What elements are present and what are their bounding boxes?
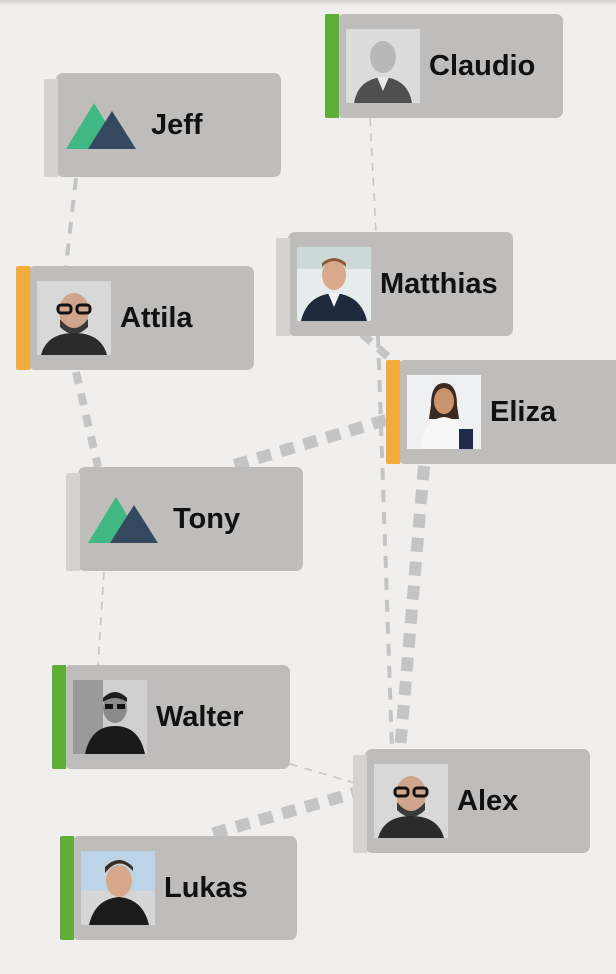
status-accent: [16, 266, 30, 370]
edge-matthias-alex: [376, 335, 394, 751]
node-name: Attila: [120, 301, 193, 334]
avatar: [346, 29, 420, 103]
status-accent: [325, 14, 339, 118]
avatar: [374, 764, 448, 838]
status-accent: [52, 665, 66, 769]
node-walter[interactable]: Walter: [52, 665, 290, 769]
node-name: Jeff: [151, 108, 203, 141]
status-accent: [66, 473, 80, 571]
node-name: Walter: [156, 700, 244, 733]
status-accent: [353, 755, 367, 853]
node-attila[interactable]: Attila: [16, 266, 254, 370]
top-edge-shadow: [0, 0, 616, 6]
avatar: [81, 851, 155, 925]
edge-eliza-alex: [394, 465, 430, 751]
avatar: [297, 247, 371, 321]
node-jeff[interactable]: Jeff: [44, 73, 281, 177]
node-lukas[interactable]: Lukas: [60, 836, 297, 940]
edge-claudio-matthias: [369, 117, 377, 233]
edge-matthias-eliza: [359, 331, 399, 367]
edge-tony-walter: [97, 571, 105, 666]
node-name: Alex: [457, 784, 519, 817]
avatar: [37, 281, 111, 355]
node-name: Tony: [173, 502, 241, 535]
avatar: [73, 680, 147, 754]
status-accent: [60, 836, 74, 940]
status-accent: [276, 238, 290, 336]
mountain-logo-icon: [88, 497, 158, 543]
node-alex[interactable]: Alex: [353, 749, 590, 853]
node-claudio[interactable]: Claudio: [325, 14, 563, 118]
node-name: Claudio: [429, 49, 536, 82]
status-accent: [44, 79, 58, 177]
node-matthias[interactable]: Matthias: [276, 232, 513, 336]
node-name: Matthias: [380, 267, 498, 300]
node-eliza[interactable]: Eliza: [386, 360, 616, 464]
avatar: [407, 375, 481, 449]
edge-attila-tony: [72, 371, 102, 468]
mountain-logo-icon: [66, 103, 136, 149]
node-tony[interactable]: Tony: [66, 467, 303, 571]
edge-eliza-tony: [226, 414, 388, 473]
status-accent: [386, 360, 400, 464]
edge-jeff-attila: [64, 177, 78, 267]
node-name: Eliza: [490, 395, 557, 428]
node-name: Lukas: [164, 871, 248, 904]
edge-walter-alex: [289, 763, 366, 787]
edge-alex-lukas: [202, 784, 367, 842]
